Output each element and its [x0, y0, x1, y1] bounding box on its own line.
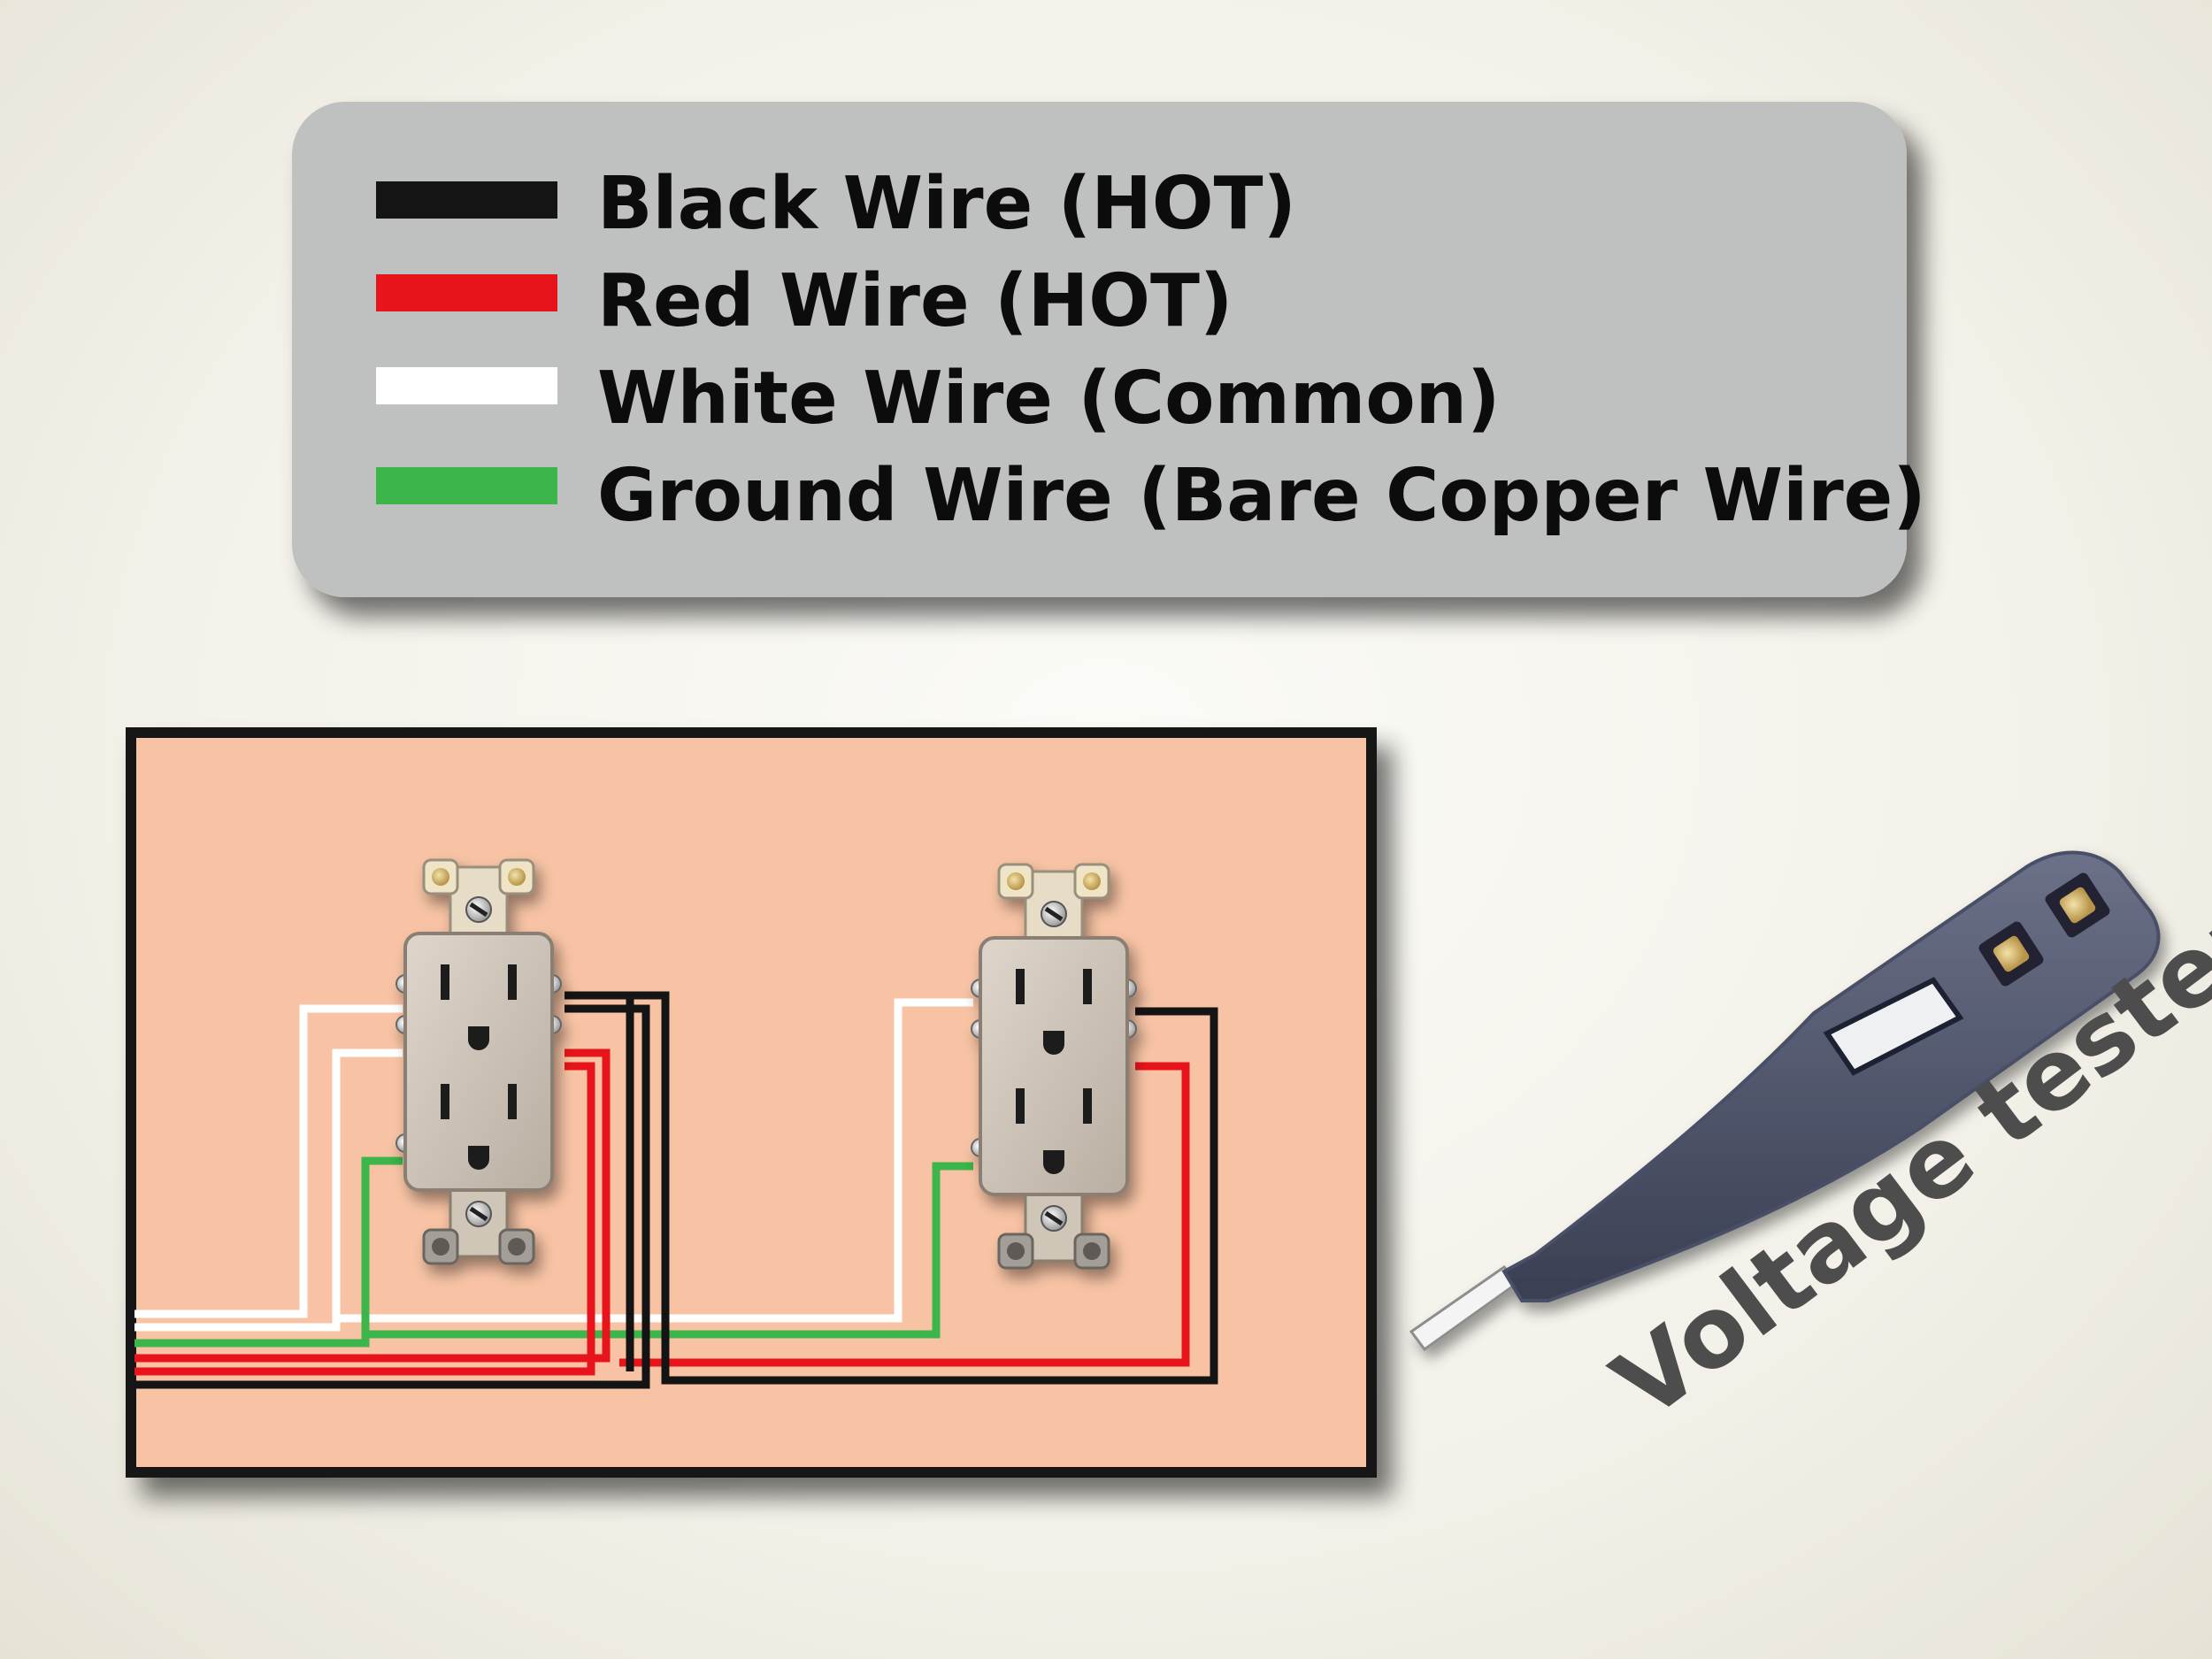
- tester-indicator-light-1: [1978, 921, 2044, 987]
- red-wire-outlet1-b: [134, 1062, 595, 1376]
- tester-display-window: [1823, 977, 1964, 1076]
- red-wire-outlet2: [619, 1062, 1190, 1367]
- tester-probe-tip: [1409, 1264, 1520, 1352]
- voltage-tester: [1409, 850, 2161, 1352]
- white-wire-outlet2: [336, 998, 973, 1323]
- legend-item-black: Black Wire (HOT): [376, 162, 1296, 246]
- legend-label-red: Red Wire (HOT): [597, 259, 1233, 343]
- red-wire-outlet1-a: [134, 1048, 611, 1363]
- legend-label-white: White Wire (Common): [597, 357, 1501, 441]
- wires: [134, 991, 1218, 1389]
- tester-indicator-light-2: [2045, 872, 2110, 938]
- black-wire-outlet1-a: [134, 1004, 650, 1389]
- legend-label-ground: Ground Wire (Bare Copper Wire): [597, 454, 1926, 538]
- white-wire-outlet1-top: [134, 1004, 403, 1318]
- legend-panel: [292, 102, 1907, 597]
- legend-item-white: White Wire (Common): [376, 357, 1501, 441]
- legend-swatch-white: [376, 367, 557, 404]
- white-wire-outlet1-mid: [134, 1048, 403, 1332]
- legend-background: [292, 102, 1907, 597]
- legend-swatch-ground: [376, 467, 557, 504]
- legend-swatch-red: [376, 274, 557, 311]
- red-wires: [134, 1048, 1190, 1376]
- ground-wire-outlet1: [134, 1156, 403, 1348]
- white-wires: [134, 998, 973, 1332]
- black-wires: [134, 991, 1218, 1389]
- ground-wire-outlet2: [365, 1162, 973, 1339]
- legend-item-red: Red Wire (HOT): [376, 259, 1233, 343]
- ground-wires: [134, 1156, 973, 1348]
- legend-swatch-black: [376, 181, 557, 219]
- legend-item-ground: Ground Wire (Bare Copper Wire): [376, 454, 1926, 538]
- black-wire-jumper: [630, 991, 670, 1380]
- legend-label-black: Black Wire (HOT): [597, 162, 1296, 246]
